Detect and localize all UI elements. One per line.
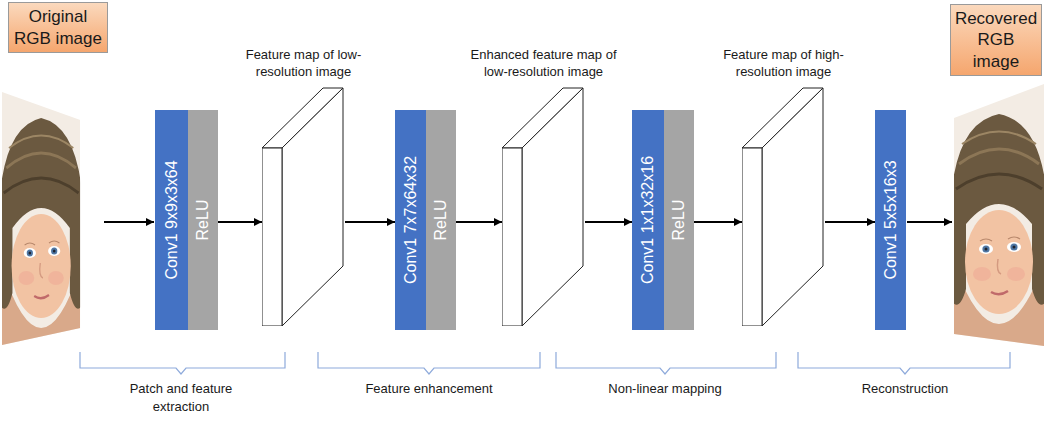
slab-face	[762, 88, 823, 326]
feature-map-slab	[502, 86, 585, 326]
conv-label: Conv1 7x7x64x32	[402, 156, 420, 284]
flow-arrow	[456, 221, 502, 223]
stage-label: Patch and feature extraction	[116, 380, 246, 415]
slab-face	[262, 148, 282, 326]
input-tag: Original RGB image	[8, 2, 108, 53]
stage-label: Feature enhancement	[329, 380, 529, 398]
output-tag: Recovered RGB image	[950, 4, 1042, 76]
slab-face	[502, 148, 522, 326]
relu-layer: ReLU	[664, 110, 694, 330]
slab-face	[282, 88, 343, 326]
flow-arrow	[218, 221, 262, 223]
input-photo	[0, 88, 84, 350]
image-tag-text: Recovered RGB image	[955, 8, 1037, 72]
feature-map: Feature map of high-resolution image	[742, 86, 825, 326]
feature-map-label: Feature map of high-resolution image	[716, 47, 851, 81]
image-tag-text: Original RGB image	[13, 6, 103, 49]
feature-map: Enhanced feature map of low-resolution i…	[502, 86, 585, 326]
feature-map-label: Feature map of low-resolution image	[236, 47, 371, 81]
input-arrow	[104, 221, 154, 223]
feature-map-label: Enhanced feature map of low-resolution i…	[464, 47, 624, 81]
activation-label: ReLU	[432, 200, 450, 241]
stage-brackets	[80, 352, 1010, 374]
stage-label: Reconstruction	[805, 380, 1005, 398]
conv-label: Conv1 9x9x3x64	[163, 160, 181, 279]
conv-layer: Conv1 7x7x64x32	[395, 110, 426, 330]
conv-layer: Conv1 1x1x32x16	[632, 110, 664, 330]
conv-layer: Conv1 5x5x16x3	[875, 110, 906, 330]
flow-arrow	[694, 221, 742, 223]
stage-label: Non-linear mapping	[565, 380, 765, 398]
conv-layer: Conv1 9x9x3x64	[155, 110, 188, 330]
feature-map-slab	[262, 86, 345, 326]
activation-label: ReLU	[194, 200, 212, 241]
feature-map-slab	[742, 86, 825, 326]
output-photo	[950, 84, 1047, 346]
relu-layer: ReLU	[188, 110, 218, 330]
conv-label: Conv1 5x5x16x3	[882, 160, 900, 279]
relu-layer: ReLU	[426, 110, 456, 330]
activation-label: ReLU	[670, 200, 688, 241]
conv-label: Conv1 1x1x32x16	[639, 156, 657, 284]
flow-arrow	[825, 221, 875, 223]
flow-arrow	[585, 221, 632, 223]
flow-arrow	[345, 221, 395, 223]
output-arrow	[907, 221, 952, 223]
slab-face	[742, 148, 762, 326]
slab-face	[522, 88, 583, 326]
feature-map: Feature map of low-resolution image	[262, 86, 345, 326]
